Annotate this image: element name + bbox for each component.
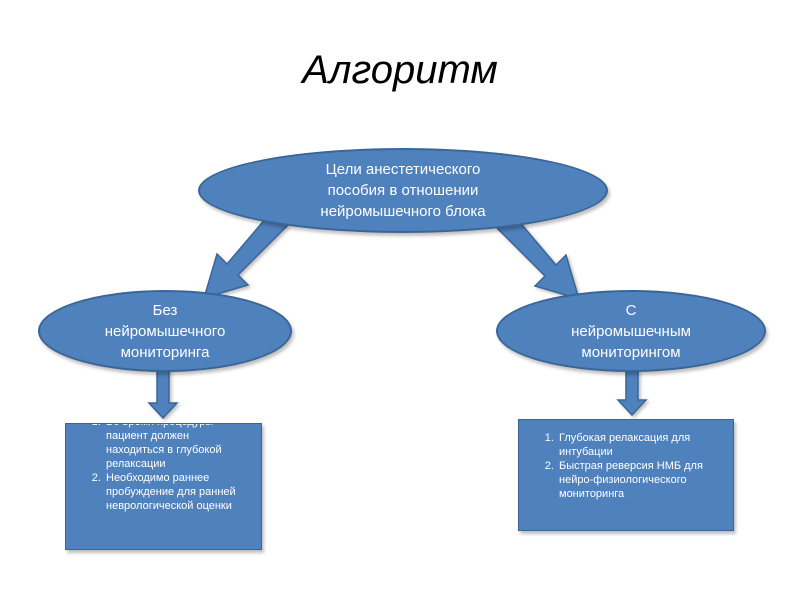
- arrow-down-left: [147, 368, 179, 420]
- list-item: Во время процедуры пациент должен находи…: [104, 424, 249, 471]
- goal-node-line: Цели анестетического: [325, 161, 481, 178]
- goal-node: Цели анестетического пособия в отношении…: [198, 148, 608, 233]
- arrow-to-right-node: [494, 210, 581, 301]
- with-monitoring-list-box: Глубокая релаксация для интубации Быстра…: [518, 419, 734, 531]
- arrow-down-right: [616, 368, 648, 417]
- goal-node-line: нейромышечного блока: [320, 203, 486, 220]
- list-item: Быстрая реверсия НМБ для нейро-физиологи…: [557, 459, 721, 501]
- with-monitoring-list: Глубокая релаксация для интубации Быстра…: [519, 431, 733, 501]
- goal-node-line: пособия в отношении: [327, 182, 479, 199]
- arrow-to-left-node: [202, 209, 289, 300]
- no-monitoring-node-line: мониторинга: [120, 343, 210, 361]
- slide-title: Алгоритм: [302, 48, 498, 92]
- no-monitoring-node-line: нейромышечного: [104, 322, 226, 340]
- with-monitoring-node-line: мониторингом: [581, 343, 681, 361]
- with-monitoring-node-line: нейромышечным: [571, 322, 691, 340]
- with-monitoring-node-line: С: [625, 301, 637, 319]
- list-item: Необходимо раннее пробуждение для ранней…: [104, 471, 249, 513]
- no-monitoring-node-line: Без: [152, 301, 178, 319]
- list-item: Глубокая релаксация для интубации: [557, 431, 721, 459]
- no-monitoring-node: Без нейромышечного мониторинга: [38, 290, 292, 372]
- with-monitoring-node: С нейромышечным мониторингом: [496, 290, 766, 372]
- no-monitoring-list: Во время процедуры пациент должен находи…: [66, 424, 261, 513]
- no-monitoring-list-box: Во время процедуры пациент должен находи…: [65, 423, 262, 550]
